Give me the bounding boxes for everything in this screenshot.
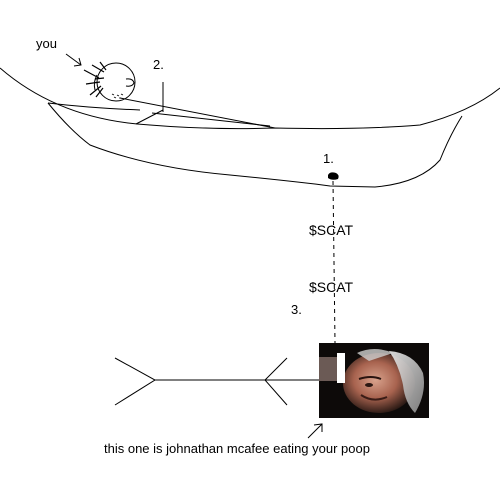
bowl-inner-line xyxy=(47,102,463,188)
bowl-inner-top xyxy=(47,102,141,111)
label-step-1: 1. xyxy=(323,151,334,166)
marker-diagonal xyxy=(135,109,164,125)
poop-blob-icon xyxy=(328,172,339,180)
caption-arrow xyxy=(307,423,323,439)
caption-arrowhead xyxy=(313,423,323,432)
dashed-drop-line xyxy=(332,180,336,344)
caption-text: this one is johnathan mcafee eating your… xyxy=(104,441,370,456)
you-arrow xyxy=(65,53,82,66)
sight-line-upper xyxy=(119,97,276,129)
you-arrowhead xyxy=(73,57,82,67)
label-step-2: 2. xyxy=(153,57,164,72)
sight-line-lower xyxy=(151,112,271,127)
label-ticker-2: $SCAT xyxy=(309,279,354,295)
face-icon xyxy=(83,61,136,102)
man-face-photo xyxy=(319,343,429,418)
label-ticker-1: $SCAT xyxy=(309,222,354,238)
arrow-icon xyxy=(114,357,320,406)
label-step-3: 3. xyxy=(291,302,302,317)
label-you: you xyxy=(36,36,57,51)
bowl-outer-line xyxy=(0,67,500,130)
